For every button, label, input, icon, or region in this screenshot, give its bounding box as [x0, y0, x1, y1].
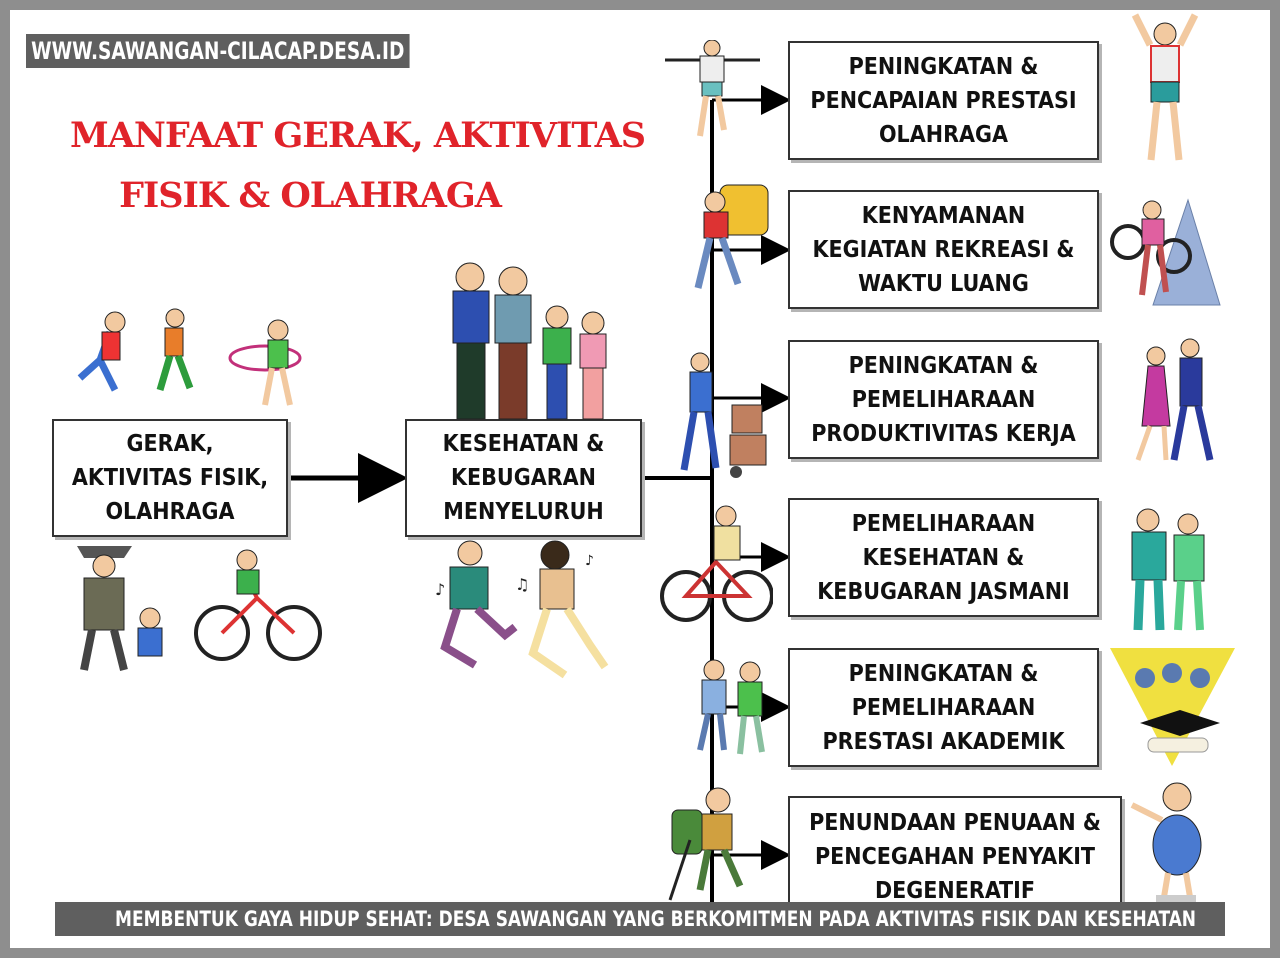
- runner-icon: [77, 308, 302, 406]
- business-people-icon: [1135, 338, 1214, 461]
- diagram-canvas: WWW.SAWANGAN-CILACAP.DESA.ID MANFAAT GER…: [10, 10, 1270, 948]
- svg-text:♫: ♫: [515, 575, 529, 594]
- healthy-couple-icon: [1131, 508, 1205, 631]
- cyclist-icon: [665, 40, 760, 137]
- graduation-cap-icon: [1110, 648, 1235, 766]
- athlete-icon: [1131, 13, 1199, 161]
- dancer-icon: ♪ ♫ ♪: [435, 540, 609, 679]
- elderly-person-icon: [1130, 782, 1202, 903]
- backpack-hiker-icon: [668, 787, 744, 901]
- benefit-box-1: PENINGKATAN & PENCAPAIAN PRESTASI OLAHRA…: [788, 41, 1099, 160]
- hiker-icon: [77, 546, 322, 671]
- benefit-box-6: PENUNDAAN PENUAAN & PENCEGAHAN PENYAKIT …: [788, 796, 1122, 915]
- bicycle-rider-icon: [660, 505, 773, 622]
- title-line-1: MANFAAT GERAK, AKTIVITAS: [70, 115, 646, 156]
- svg-text:♪: ♪: [585, 553, 594, 569]
- site-watermark: WWW.SAWANGAN-CILACAP.DESA.ID: [26, 34, 410, 68]
- source-box: GERAK, AKTIVITAS FISIK, OLAHRAGA: [52, 419, 288, 537]
- svg-text:♪: ♪: [435, 580, 445, 599]
- worker-icon: [680, 352, 767, 478]
- benefit-box-2: KENYAMANAN KEGIATAN REKREASI & WAKTU LUA…: [788, 190, 1099, 309]
- benefit-box-5: PENINGKATAN & PEMELIHARAAN PRESTASI AKAD…: [788, 648, 1099, 767]
- diagram-title: MANFAAT GERAK, AKTIVITAS FISIK & OLAHRAG…: [70, 106, 646, 226]
- caption-bar: MEMBENTUK GAYA HIDUP SEHAT: DESA SAWANGA…: [55, 902, 1225, 936]
- students-icon: [697, 659, 765, 755]
- benefit-box-3: PENINGKATAN & PEMELIHARAAN PRODUKTIVITAS…: [788, 340, 1099, 459]
- title-line-2: FISIK & OLAHRAGA: [119, 175, 502, 216]
- middle-box: KESEHATAN & KEBUGARAN MENYELURUH: [405, 419, 642, 537]
- benefit-box-4: PEMELIHARAAN KESEHATAN & KEBUGARAN JASMA…: [788, 498, 1099, 617]
- caption-text: MEMBENTUK GAYA HIDUP SEHAT: DESA SAWANGA…: [115, 907, 1196, 931]
- mountain-bike-icon: [1110, 198, 1221, 306]
- backpacker-icon: [694, 184, 769, 289]
- family-icon: [452, 262, 607, 420]
